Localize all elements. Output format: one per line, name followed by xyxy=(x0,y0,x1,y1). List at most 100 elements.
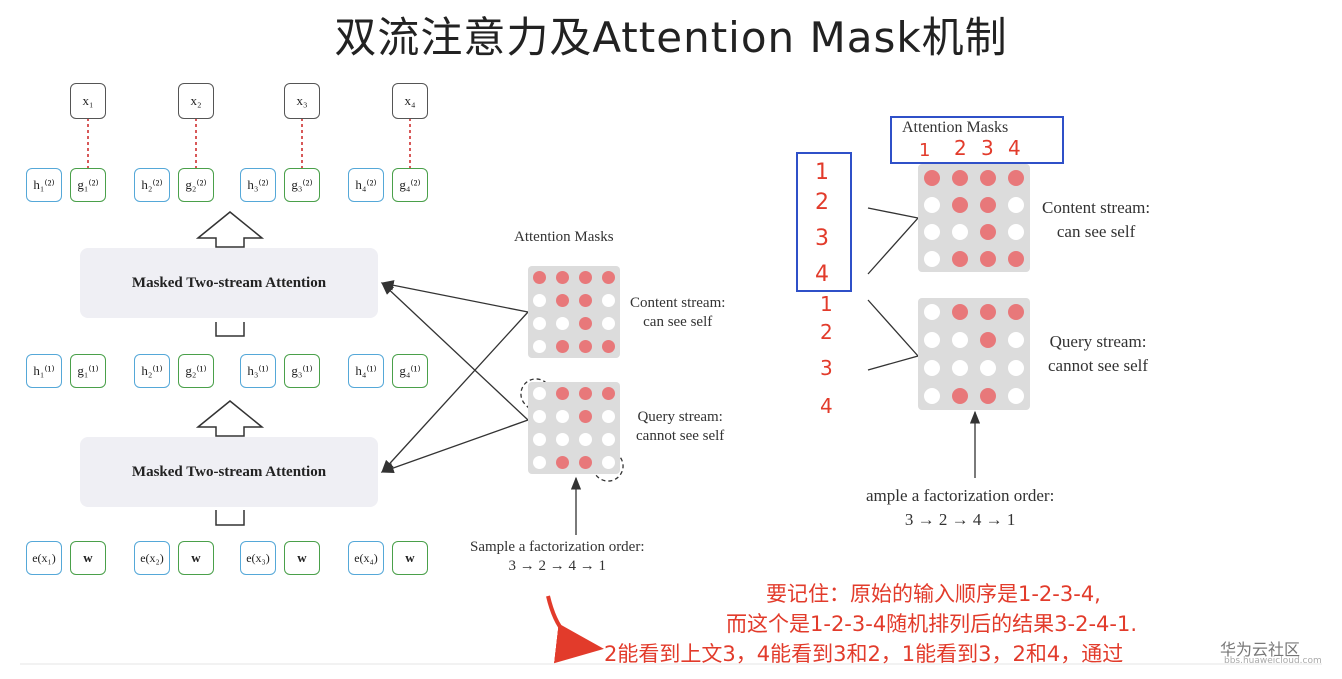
zoom-query-stream-label: Query stream: cannot see self xyxy=(1048,330,1148,378)
zoom-content-mask-cell-r2-c2 xyxy=(952,196,968,213)
masks-title: Attention Masks xyxy=(514,229,614,245)
annotation-line-3: 2能看到上文3，4能看到3和2，1能看到3，2和4，通过 xyxy=(604,642,1124,666)
query-mask-cell-r3-c4 xyxy=(602,433,615,446)
content-mask-cell-r1-c1 xyxy=(533,271,546,284)
output-x3: x₃ xyxy=(284,83,320,119)
page-title: 双流注意力及Attention Mask机制 xyxy=(334,13,1008,62)
zoom-order-text: 3 → 2 → 4 → 1 xyxy=(904,510,1016,529)
output-dashed-links xyxy=(87,118,411,170)
zoom-content-mask-cell-r2-c1 xyxy=(924,196,940,213)
content-mask-cell-r3-c2 xyxy=(556,317,569,330)
col-number-2: 2 xyxy=(954,136,967,160)
content-stream-label: Content stream: can see self xyxy=(630,294,725,332)
zoom-content-mask-cell-r3-c3 xyxy=(980,223,996,240)
stem-lines xyxy=(215,322,245,526)
row-number-2: 2 xyxy=(815,190,829,215)
query-mask-cell-r2-c1 xyxy=(533,410,546,423)
zoom-query-mask-cell-r3-c2 xyxy=(952,360,968,376)
query-mask-cell-r4-c1 xyxy=(533,456,546,469)
query-mask-cell-r2-c4 xyxy=(602,410,615,423)
zoom-sample-text: ample a factorization order: xyxy=(866,486,1055,505)
up-arrows xyxy=(195,211,265,437)
content-stream-line2: can see self xyxy=(643,314,713,330)
query-row-number-3: 3 xyxy=(820,356,833,380)
zoom-content-mask-grid xyxy=(918,164,1030,272)
query-mask-grid xyxy=(528,382,620,474)
zoom-content-mask-cell-r3-c2 xyxy=(952,223,968,240)
zoom-query-mask-cell-r1-c4 xyxy=(1008,304,1024,320)
zoom-content-line2: can see self xyxy=(1056,222,1136,241)
content-mask-cell-r4-c1 xyxy=(533,340,546,353)
row-number-4: 4 xyxy=(815,262,829,287)
g1-layer1: g₁⁽¹⁾ xyxy=(70,354,106,388)
g3-layer2: g₃⁽²⁾ xyxy=(284,168,320,202)
output-x1: x₁ xyxy=(70,83,106,119)
zoom-query-mask-cell-r4-c4 xyxy=(1008,388,1024,404)
masked-attention-block-top: Masked Two-stream Attention xyxy=(80,248,378,318)
h1-layer2: h₁⁽²⁾ xyxy=(26,168,62,202)
content-mask-cell-r3-c3 xyxy=(579,317,592,330)
zoom-query-mask-grid xyxy=(918,298,1030,410)
content-stream-line1: Content stream: xyxy=(630,295,726,311)
content-mask-cell-r4-c4 xyxy=(602,340,615,353)
zoom-content-mask-cell-r1-c2 xyxy=(952,169,968,186)
input-w2: w xyxy=(178,541,214,575)
content-mask-cell-r4-c2 xyxy=(556,340,569,353)
zoom-content-mask-cell-r4-c3 xyxy=(980,250,996,267)
g3-layer1: g₃⁽¹⁾ xyxy=(284,354,320,388)
zoom-query-mask-cell-r4-c1 xyxy=(924,388,940,404)
annotation-arrow xyxy=(546,595,604,664)
query-row-number-4: 4 xyxy=(820,394,833,418)
zoom-content-mask-cell-r1-c1 xyxy=(924,169,940,186)
row-number-3: 3 xyxy=(815,226,829,251)
zoom-query-mask-cell-r4-c2 xyxy=(952,388,968,404)
zoom-query-line2: cannot see self xyxy=(1048,356,1149,375)
query-stream-line2: cannot see self xyxy=(636,428,725,444)
g2-layer1: g₂⁽¹⁾ xyxy=(178,354,214,388)
query-mask-cell-r2-c2 xyxy=(556,410,569,423)
query-stream-line1: Query stream: xyxy=(637,409,723,425)
zoom-query-mask-cell-r2-c4 xyxy=(1008,332,1024,348)
query-mask-cell-r4-c3 xyxy=(579,456,592,469)
zoom-query-mask-cell-r2-c3 xyxy=(980,332,996,348)
output-x4: x₄ xyxy=(392,83,428,119)
query-row-number-2: 2 xyxy=(820,320,833,344)
content-mask-cell-r2-c2 xyxy=(556,294,569,307)
sample-order-label: Sample a factorization order: 3 → 2 → 4 … xyxy=(470,538,645,576)
zoom-content-mask-cell-r4-c1 xyxy=(924,250,940,267)
content-mask-cell-r1-c2 xyxy=(556,271,569,284)
zoom-query-mask-cell-r3-c1 xyxy=(924,360,940,376)
zoom-query-mask-cell-r1-c2 xyxy=(952,304,968,320)
zoom-masks-title: Attention Masks xyxy=(902,119,1009,136)
query-mask-cell-r3-c2 xyxy=(556,433,569,446)
zoom-query-line1: Query stream: xyxy=(1049,332,1147,351)
content-mask-cell-r1-c4 xyxy=(602,271,615,284)
input-w1: w xyxy=(70,541,106,575)
zoom-content-mask-cell-r2-c3 xyxy=(980,196,996,213)
content-mask-cell-r2-c3 xyxy=(579,294,592,307)
zoom-content-mask-cell-r1-c4 xyxy=(1008,169,1024,186)
query-mask-cell-r3-c3 xyxy=(579,433,592,446)
col-number-4: 4 xyxy=(1008,136,1021,160)
h2-layer1: h₂⁽¹⁾ xyxy=(134,354,170,388)
query-mask-cell-r4-c2 xyxy=(556,456,569,469)
query-mask-cell-r3-c1 xyxy=(533,433,546,446)
h4-layer1: h₄⁽¹⁾ xyxy=(348,354,384,388)
col-number-1: 1 xyxy=(919,140,931,161)
g4-layer2: g₄⁽²⁾ xyxy=(392,168,428,202)
content-mask-cell-r1-c3 xyxy=(579,271,592,284)
col-number-3: 3 xyxy=(981,136,994,160)
row-highlight-box xyxy=(796,152,852,292)
query-stream-label: Query stream: cannot see self xyxy=(636,408,724,446)
zoom-content-line1: Content stream: xyxy=(1042,198,1151,217)
g4-layer1: g₄⁽¹⁾ xyxy=(392,354,428,388)
g2-layer2: g₂⁽²⁾ xyxy=(178,168,214,202)
zoom-query-mask-cell-r2-c1 xyxy=(924,332,940,348)
zoom-content-mask-cell-r3-c1 xyxy=(924,223,940,240)
output-x2: x₂ xyxy=(178,83,214,119)
zoom-query-mask-cell-r3-c3 xyxy=(980,360,996,376)
annotation-line-1: 要记住：原始的输入顺序是1-2-3-4, xyxy=(766,582,1101,606)
h2-layer2: h₂⁽²⁾ xyxy=(134,168,170,202)
query-mask-cell-r4-c4 xyxy=(602,456,615,469)
h3-layer1: h₃⁽¹⁾ xyxy=(240,354,276,388)
